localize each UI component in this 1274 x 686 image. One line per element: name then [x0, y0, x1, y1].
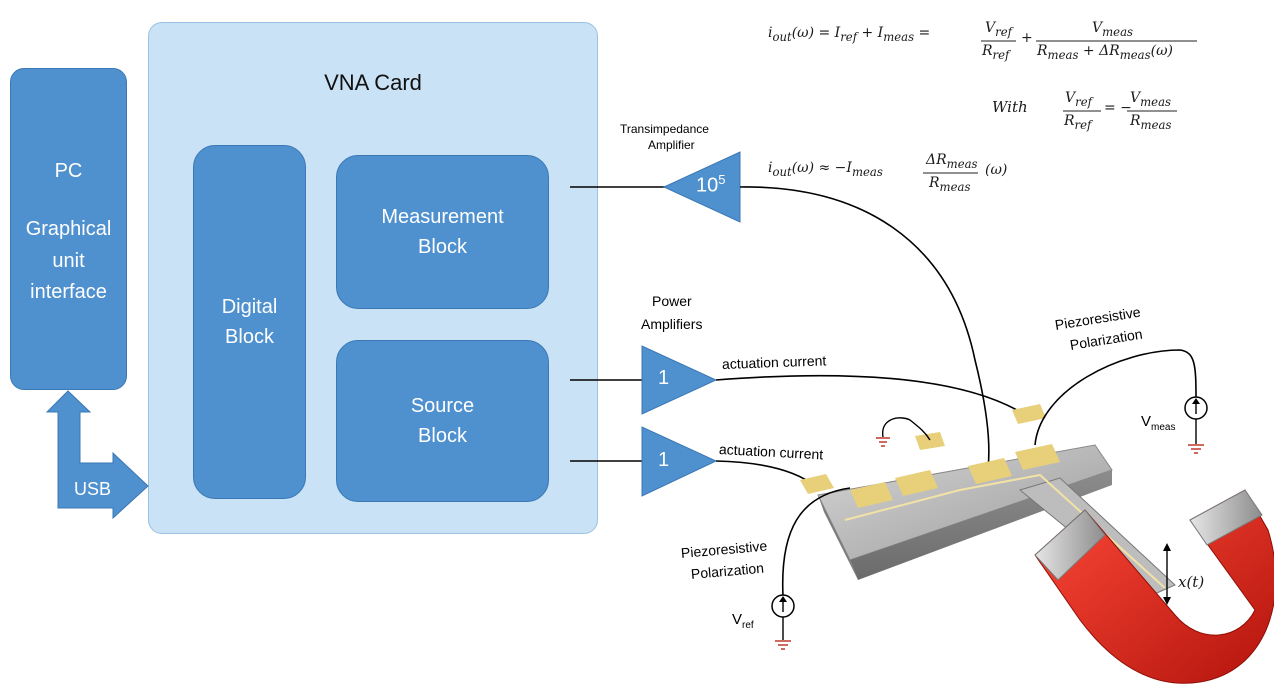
vna-card-title: VNA Card [324, 70, 422, 95]
vref-label: Vref [732, 611, 754, 631]
pc-line1: Graphical [25, 218, 112, 240]
wire-piezo-right [1034, 349, 1197, 446]
tia-label-line1: Transimpedance [620, 122, 709, 136]
equation-1-frac2-den: Rmeas + ΔRmeas(ω) [1037, 43, 1173, 62]
measurement-block: Measurement Block [336, 155, 549, 309]
power-amps-label-line2: Amplifiers [641, 316, 703, 332]
magnet-pole-right [1189, 489, 1263, 546]
power-amp-bottom-gain: 1 [658, 449, 670, 471]
usb-arrow [45, 390, 149, 520]
vmeas-label: Vmeas [1141, 413, 1176, 433]
equation-2-rhs-den: Rmeas [1130, 113, 1172, 132]
gold-pad [1012, 404, 1046, 424]
wire-piezo-left [781, 487, 851, 597]
gold-pad [915, 432, 945, 450]
equation-1-frac1-den: Rref [982, 43, 1010, 62]
equation-2-lhs-den: Rref [1064, 113, 1092, 132]
displacement-label: x(t) [1178, 573, 1205, 591]
equation-3-lhs: iout(ω) ≈ −Imeas [768, 160, 883, 179]
equation-1-plus: + [1021, 30, 1033, 46]
magnet-pole-left [1034, 509, 1106, 581]
equation-1-lhs: iout(ω) = Iref + Imeas = [768, 25, 931, 44]
source-block-line2: Block [418, 425, 467, 447]
gold-pad [895, 470, 938, 496]
wire-tia-feedback [739, 186, 990, 469]
wire-actuation-bottom [715, 460, 816, 487]
digital-block-line2: Block [225, 326, 274, 348]
measurement-block-line2: Block [418, 236, 467, 258]
power-amp-top-gain: 1 [658, 367, 670, 389]
pc-line2: unit [52, 250, 85, 272]
wire-actuation-top [715, 374, 1031, 419]
pc-line3: interface [30, 281, 107, 303]
gold-pad [800, 474, 834, 494]
tia-gain: 105 [696, 172, 726, 197]
pc-block [10, 68, 127, 390]
digital-block: Digital Block [193, 145, 306, 499]
gold-pad [850, 482, 893, 508]
usb-label: USB [74, 479, 112, 499]
source-block: Source Block [336, 340, 549, 502]
gold-pad [1015, 444, 1060, 470]
power-amplifier-bottom [641, 426, 718, 497]
equation-3-num: ΔRmeas [926, 152, 978, 171]
device-chip-front [818, 495, 858, 580]
power-amps-label-line1: Power [652, 293, 692, 309]
equation-3-tail: (ω) [985, 162, 1008, 178]
measurement-block-line1: Measurement [381, 206, 504, 228]
equation-2-eq: = − [1104, 100, 1132, 116]
tia-label-line2: Amplifier [648, 138, 695, 152]
equation-2-with: With [992, 98, 1028, 116]
wire-ground-top [882, 417, 931, 441]
equation-2-lhs-num: Vref [1065, 90, 1092, 109]
digital-block-line1: Digital [221, 296, 278, 318]
equation-1-frac1-num: Vref [985, 20, 1012, 39]
equation-3-den: Rmeas [929, 175, 971, 194]
equation-2-rhs-num: Vmeas [1130, 90, 1172, 109]
source-block-line1: Source [410, 395, 475, 417]
gold-pad [968, 458, 1012, 484]
pc-title: PC [54, 160, 83, 182]
equation-1-frac2-num: Vmeas [1092, 20, 1134, 39]
power-amplifier-top [641, 345, 718, 415]
